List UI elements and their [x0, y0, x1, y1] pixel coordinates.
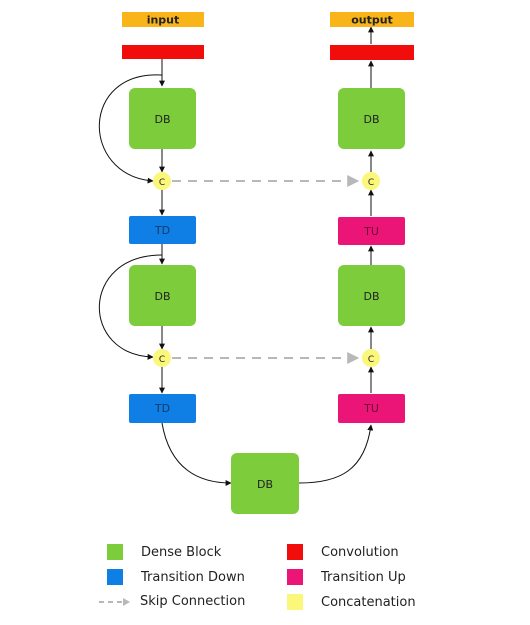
svg-text:DB: DB — [257, 478, 273, 491]
input-label: input — [147, 14, 180, 27]
output-node: output — [330, 12, 414, 27]
svg-text:TD: TD — [154, 402, 170, 415]
svg-text:DB: DB — [363, 113, 379, 126]
svg-text:TU: TU — [363, 225, 379, 238]
svg-text:C: C — [159, 178, 165, 188]
dense-block-left-1: DB — [129, 88, 196, 149]
transition-down-2: TD — [129, 394, 196, 423]
arrow-db-bottom-to-tu2 — [298, 424, 374, 484]
arrow-td2-to-db-bottom — [161, 422, 232, 486]
transition-up-2: TU — [338, 394, 405, 423]
concat-node-left-1: C — [153, 172, 171, 190]
transition-down-1: TD — [129, 216, 196, 244]
dense-block-left-2: DB — [129, 265, 196, 326]
convolution-block-left — [122, 45, 204, 59]
dense-block-right-2: DB — [338, 265, 405, 326]
skip-connections — [172, 175, 360, 364]
output-label: output — [351, 14, 393, 27]
svg-text:TD: TD — [154, 224, 170, 237]
dense-block-bottom: DB — [231, 453, 299, 514]
concat-node-right-2: C — [362, 349, 380, 367]
svg-text:DB: DB — [363, 290, 379, 303]
svg-text:C: C — [368, 355, 374, 365]
convolution-block-right — [330, 45, 414, 60]
svg-text:C: C — [368, 178, 374, 188]
svg-text:DB: DB — [154, 113, 170, 126]
arrow-conv-bypass-c1 — [98, 74, 163, 184]
svg-text:TU: TU — [363, 402, 379, 415]
concat-node-right-1: C — [362, 172, 380, 190]
arrow-td1-bypass-c2 — [98, 254, 163, 360]
transition-up-1: TU — [338, 217, 405, 245]
svg-text:C: C — [159, 355, 165, 365]
concat-node-left-2: C — [153, 349, 171, 367]
connectors — [98, 26, 374, 486]
svg-text:DB: DB — [154, 290, 170, 303]
dense-block-right-1: DB — [338, 88, 405, 149]
input-node: input — [122, 12, 204, 27]
